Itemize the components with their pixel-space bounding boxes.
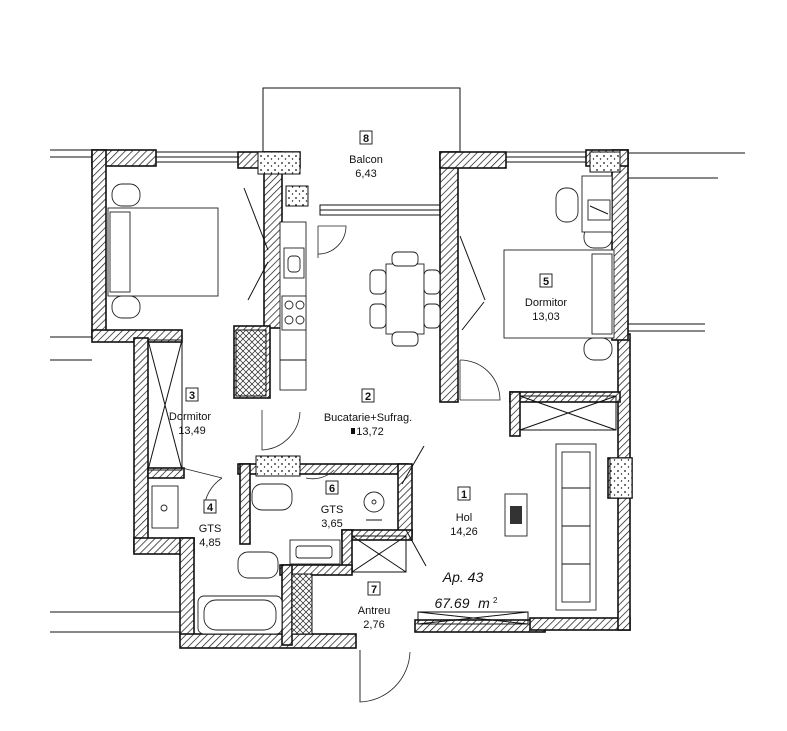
room-number: 1 <box>461 489 467 501</box>
bed-right <box>503 225 615 361</box>
room-label-gts-6: 6 GTS 3,65 <box>321 480 344 530</box>
apartment-area: 67.69 <box>434 595 469 611</box>
room-label-gts-4: 4 GTS 4,85 <box>199 499 222 549</box>
room-label-antreu: 7 Antreu 2,76 <box>358 581 390 631</box>
room-area: 14,26 <box>450 526 478 538</box>
desk <box>555 175 613 233</box>
room-name: Antreu <box>358 605 390 617</box>
sketch-lines <box>243 187 486 567</box>
bed-left <box>107 183 219 319</box>
kitchen-counter <box>279 221 307 391</box>
room-number-box <box>539 273 553 288</box>
room-label-dormitor-right: 5 Dormitor 13,03 <box>525 273 568 323</box>
room-number: 6 <box>329 483 335 495</box>
room-name: Balcon <box>349 154 383 166</box>
room-area: 3,65 <box>321 518 342 530</box>
concrete-blocks <box>255 151 633 499</box>
closets <box>147 339 617 625</box>
room-name: GTS <box>321 504 344 516</box>
room-number-box <box>457 486 471 501</box>
room-area: 13,03 <box>532 311 560 323</box>
room-number-box <box>203 499 217 514</box>
apartment-area-unit: m <box>478 595 490 611</box>
sofa <box>555 443 597 611</box>
room-name: Bucatarie+Sufrag. <box>324 412 412 424</box>
room-area: 13,49 <box>178 425 206 437</box>
room-label-dormitor-left: 3 Dormitor 13,49 <box>169 387 212 437</box>
apartment-number: Ap. 43 <box>442 569 484 585</box>
room-label-bucatarie: 2 Bucatarie+Sufrag. 13,72 <box>324 388 412 438</box>
room-area: 6,43 <box>355 168 376 180</box>
room-number: 7 <box>371 584 377 596</box>
room-number-box <box>185 387 199 402</box>
room-area: 2,76 <box>363 619 384 631</box>
room-number: 5 <box>543 276 549 288</box>
room-number: 3 <box>189 390 195 402</box>
bathroom-fixtures <box>151 483 385 635</box>
room-number: 8 <box>363 133 369 145</box>
apartment-label: Ap. 43 67.69 m 2 <box>434 569 498 611</box>
room-area: 13,72 <box>356 426 384 438</box>
room-name: Dormitor <box>169 411 212 423</box>
room-number-box <box>367 581 381 596</box>
room-name: GTS <box>199 523 222 535</box>
room-name: Hol <box>456 512 473 524</box>
room-number-box <box>359 130 373 145</box>
room-label-balcon: 8 Balcon 6,43 <box>349 130 383 180</box>
coffee-table <box>504 493 528 537</box>
apartment-area-unit-sup: 2 <box>493 596 498 605</box>
doors <box>181 225 501 703</box>
dining-table <box>369 251 441 347</box>
room-number: 4 <box>207 502 214 514</box>
room-label-hol: 1 Hol 14,26 <box>450 486 478 538</box>
room-area: 4,85 <box>199 537 220 549</box>
ducts <box>235 329 313 635</box>
room-number: 2 <box>365 391 371 403</box>
room-name: Dormitor <box>525 297 568 309</box>
room-number-box <box>361 388 375 403</box>
room-number-box <box>325 480 339 495</box>
windows <box>155 151 587 216</box>
area-marker-icon <box>351 428 355 434</box>
